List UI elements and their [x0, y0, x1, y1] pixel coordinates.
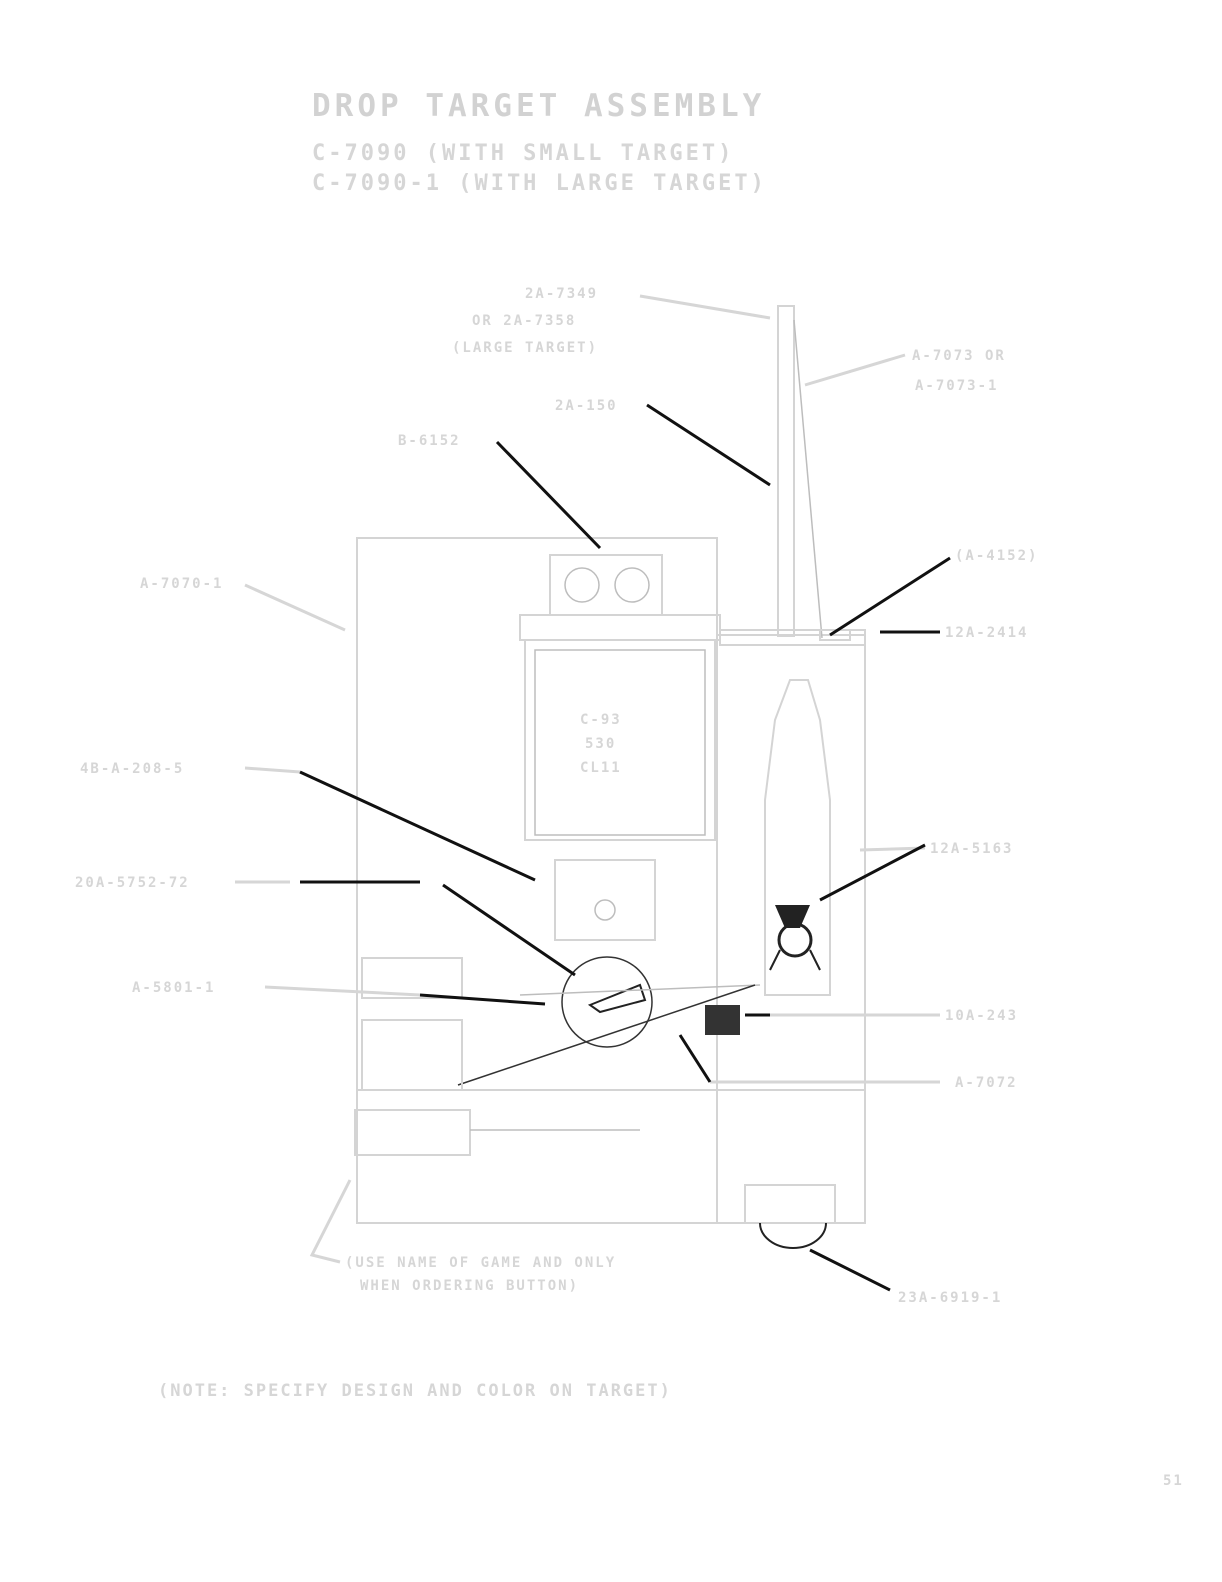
label-frame: A-7070-1 [140, 576, 223, 592]
switch-stack [354, 957, 640, 1156]
button [744, 1184, 836, 1249]
svg-text:530: 530 [585, 736, 616, 752]
leader-arrows [299, 403, 951, 1292]
button-note-line-2: WHEN ORDERING BUTTON) [360, 1278, 579, 1294]
label-bracket: A-7073 OR [912, 348, 1006, 364]
label-target: 2A-7349 [525, 286, 598, 302]
coil-cover [519, 554, 721, 641]
plunger-housing [554, 859, 656, 941]
spring-clip [769, 905, 821, 971]
label-plunger: 4B-A-208-5 [80, 761, 184, 777]
label-coil-cover: B-6152 [398, 433, 461, 449]
page-number: 51 [1163, 1473, 1184, 1489]
label-lever: A-5801-1 [132, 980, 215, 996]
label-clip: (A-4152) [955, 548, 1038, 564]
diagram-title: DROP TARGET ASSEMBLY [312, 88, 765, 124]
label-bushing: 10A-243 [945, 1008, 1018, 1024]
svg-text:C-93: C-93 [580, 712, 622, 728]
target-note: (NOTE: SPECIFY DESIGN AND COLOR ON TARGE… [158, 1381, 672, 1401]
label-spring-right: 12A-5163 [930, 841, 1013, 857]
label-spring: 2A-150 [555, 398, 618, 414]
target-blade [719, 305, 866, 996]
lever-wheel [457, 956, 761, 1086]
svg-text:CL11: CL11 [580, 760, 622, 776]
label-large-target: (LARGE TARGET) [452, 340, 598, 356]
button-note-line-1: (USE NAME OF GAME AND ONLY [345, 1255, 616, 1271]
label-button: 23A-6919-1 [898, 1290, 1002, 1306]
label-plate: A-7072 [955, 1075, 1018, 1091]
label-switch: 20A-5752-72 [75, 875, 190, 891]
label-target-alt: OR 2A-7358 [472, 313, 576, 329]
bushing [705, 1005, 740, 1035]
label-bracket-alt: A-7073-1 [915, 378, 998, 394]
subtitle-large-target: C-7090-1 (WITH LARGE TARGET) [312, 171, 767, 196]
coil: C-93 530 CL11 [524, 639, 716, 841]
subtitle-small-target: C-7090 (WITH SMALL TARGET) [312, 141, 734, 166]
label-pin: 12A-2414 [945, 625, 1028, 641]
